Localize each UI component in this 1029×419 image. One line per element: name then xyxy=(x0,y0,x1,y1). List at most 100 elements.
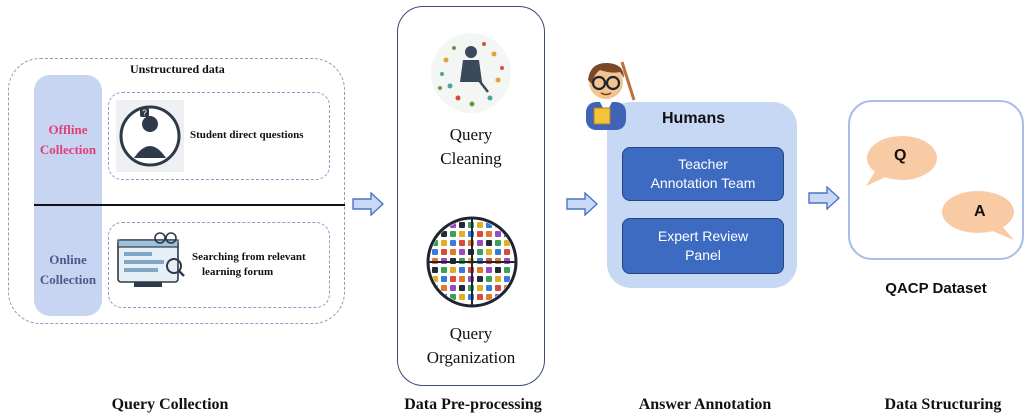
query-cleaning-label: Query Cleaning xyxy=(397,123,545,171)
expert-panel-line1: Expert Review xyxy=(657,228,749,244)
organization-grid-cell xyxy=(450,294,456,300)
organization-grid-cell xyxy=(441,276,447,282)
organization-grid-cell xyxy=(432,267,438,273)
expert-panel-line2: Panel xyxy=(685,247,721,263)
organization-grid-cell xyxy=(459,240,465,246)
data-preprocessing-caption: Data Pre-processing xyxy=(404,396,542,413)
organization-grid-cell xyxy=(432,294,438,300)
organization-grid-cell xyxy=(477,231,483,237)
expert-review-panel-box: Expert Review Panel xyxy=(622,218,784,274)
arrow-right-icon xyxy=(352,192,384,216)
organization-grid-cell xyxy=(450,249,456,255)
organization-grid-cell xyxy=(441,240,447,246)
organization-grid-cell xyxy=(441,267,447,273)
organization-grid-cell xyxy=(450,231,456,237)
offline-collection-label: Offline Collection xyxy=(34,120,102,160)
organization-grid-cell xyxy=(486,240,492,246)
forum-search-line2: learning forum xyxy=(202,266,274,278)
organization-grid-cell xyxy=(450,285,456,291)
organization-grid-cell xyxy=(459,294,465,300)
answer-bubble-icon xyxy=(942,191,1014,240)
organization-grid-cell xyxy=(486,276,492,282)
organization-grid-cell xyxy=(459,249,465,255)
unstructured-data-header: Unstructured data xyxy=(130,62,225,76)
answer-bubble-letter: A xyxy=(974,203,986,220)
forum-search-line1: Searching from relevant xyxy=(192,251,306,263)
organization-grid-cell xyxy=(486,249,492,255)
organization-grid-cell xyxy=(459,285,465,291)
organization-grid-cell xyxy=(432,222,438,228)
humans-title: Humans xyxy=(662,110,726,127)
organization-grid-cell xyxy=(450,240,456,246)
student-direct-questions-text: Student direct questions xyxy=(190,129,304,141)
teacher-icon xyxy=(586,61,636,130)
query-organization-line1: Query xyxy=(449,324,493,343)
online-label-line2: Collection xyxy=(39,272,97,287)
organization-grid-cell xyxy=(477,240,483,246)
query-cleaning-line2: Cleaning xyxy=(440,149,502,168)
organization-grid-cell xyxy=(441,231,447,237)
teacher-team-line2: Annotation Team xyxy=(650,175,756,191)
online-collection-label: Online Collection xyxy=(34,250,102,290)
svg-text:?: ? xyxy=(142,109,147,118)
online-collection-strip xyxy=(34,206,102,316)
query-organization-icon xyxy=(426,216,518,308)
organization-grid-cell xyxy=(495,240,501,246)
query-organization-line2: Organization xyxy=(426,348,516,367)
teacher-team-line1: Teacher xyxy=(678,156,728,172)
organization-grid-cell xyxy=(459,231,465,237)
organization-grid-cell xyxy=(504,267,510,273)
organization-grid-cell xyxy=(477,285,483,291)
organization-grid-cell xyxy=(486,231,492,237)
organization-grid-cell xyxy=(504,240,510,246)
organization-grid-cell xyxy=(432,249,438,255)
offline-label-line1: Offline xyxy=(48,122,88,137)
organization-grid-cell xyxy=(495,276,501,282)
query-cleaning-icon xyxy=(431,33,511,113)
organization-grid-cell xyxy=(495,285,501,291)
organization-grid-cell xyxy=(495,267,501,273)
organization-grid-cell xyxy=(441,249,447,255)
preprocessing-container xyxy=(397,6,545,386)
offline-collection-strip xyxy=(34,75,102,205)
query-collection-container xyxy=(8,58,345,324)
arrow-right-icon xyxy=(808,186,840,210)
organization-grid-cell xyxy=(441,285,447,291)
student-question-icon: ? xyxy=(116,100,184,172)
organization-grid-cell xyxy=(459,267,465,273)
organization-grid-cell xyxy=(450,276,456,282)
arrow-right-icon xyxy=(566,192,598,216)
query-collection-caption: Query Collection xyxy=(111,396,229,413)
data-structuring-caption: Data Structuring xyxy=(884,396,1002,413)
teacher-annotation-team-box: Teacher Annotation Team xyxy=(622,147,784,201)
organization-grid-cell xyxy=(477,249,483,255)
question-bubble-letter: Q xyxy=(894,147,907,164)
forum-search-icon xyxy=(117,232,185,287)
offline-label-line2: Collection xyxy=(39,142,97,157)
organization-grid-cell xyxy=(504,249,510,255)
organization-grid-cell xyxy=(486,285,492,291)
qacp-dataset-label: QACP Dataset xyxy=(885,280,987,297)
collection-divider xyxy=(34,204,345,206)
organization-grid-cell xyxy=(486,294,492,300)
qacp-container xyxy=(848,100,1024,260)
organization-grid-cell xyxy=(477,222,483,228)
organization-grid-cell xyxy=(477,294,483,300)
organization-grid-cell xyxy=(495,231,501,237)
organization-grid-cell xyxy=(495,249,501,255)
query-organization-label: Query Organization xyxy=(397,322,545,370)
answer-annotation-caption: Answer Annotation xyxy=(638,396,772,413)
organization-grid-cell xyxy=(486,267,492,273)
online-label-line1: Online xyxy=(49,252,87,267)
organization-grid-cell xyxy=(504,294,510,300)
organization-grid-cell xyxy=(477,267,483,273)
forum-search-text: Searching from relevant learning forum xyxy=(192,250,306,280)
question-bubble-icon xyxy=(866,136,937,186)
organization-grid-cell xyxy=(459,276,465,282)
organization-grid-cell xyxy=(504,276,510,282)
organization-grid-cell xyxy=(459,222,465,228)
organization-grid-cell xyxy=(450,267,456,273)
organization-grid-cell xyxy=(477,276,483,282)
organization-grid-cell xyxy=(504,222,510,228)
query-cleaning-line1: Query xyxy=(449,125,493,144)
